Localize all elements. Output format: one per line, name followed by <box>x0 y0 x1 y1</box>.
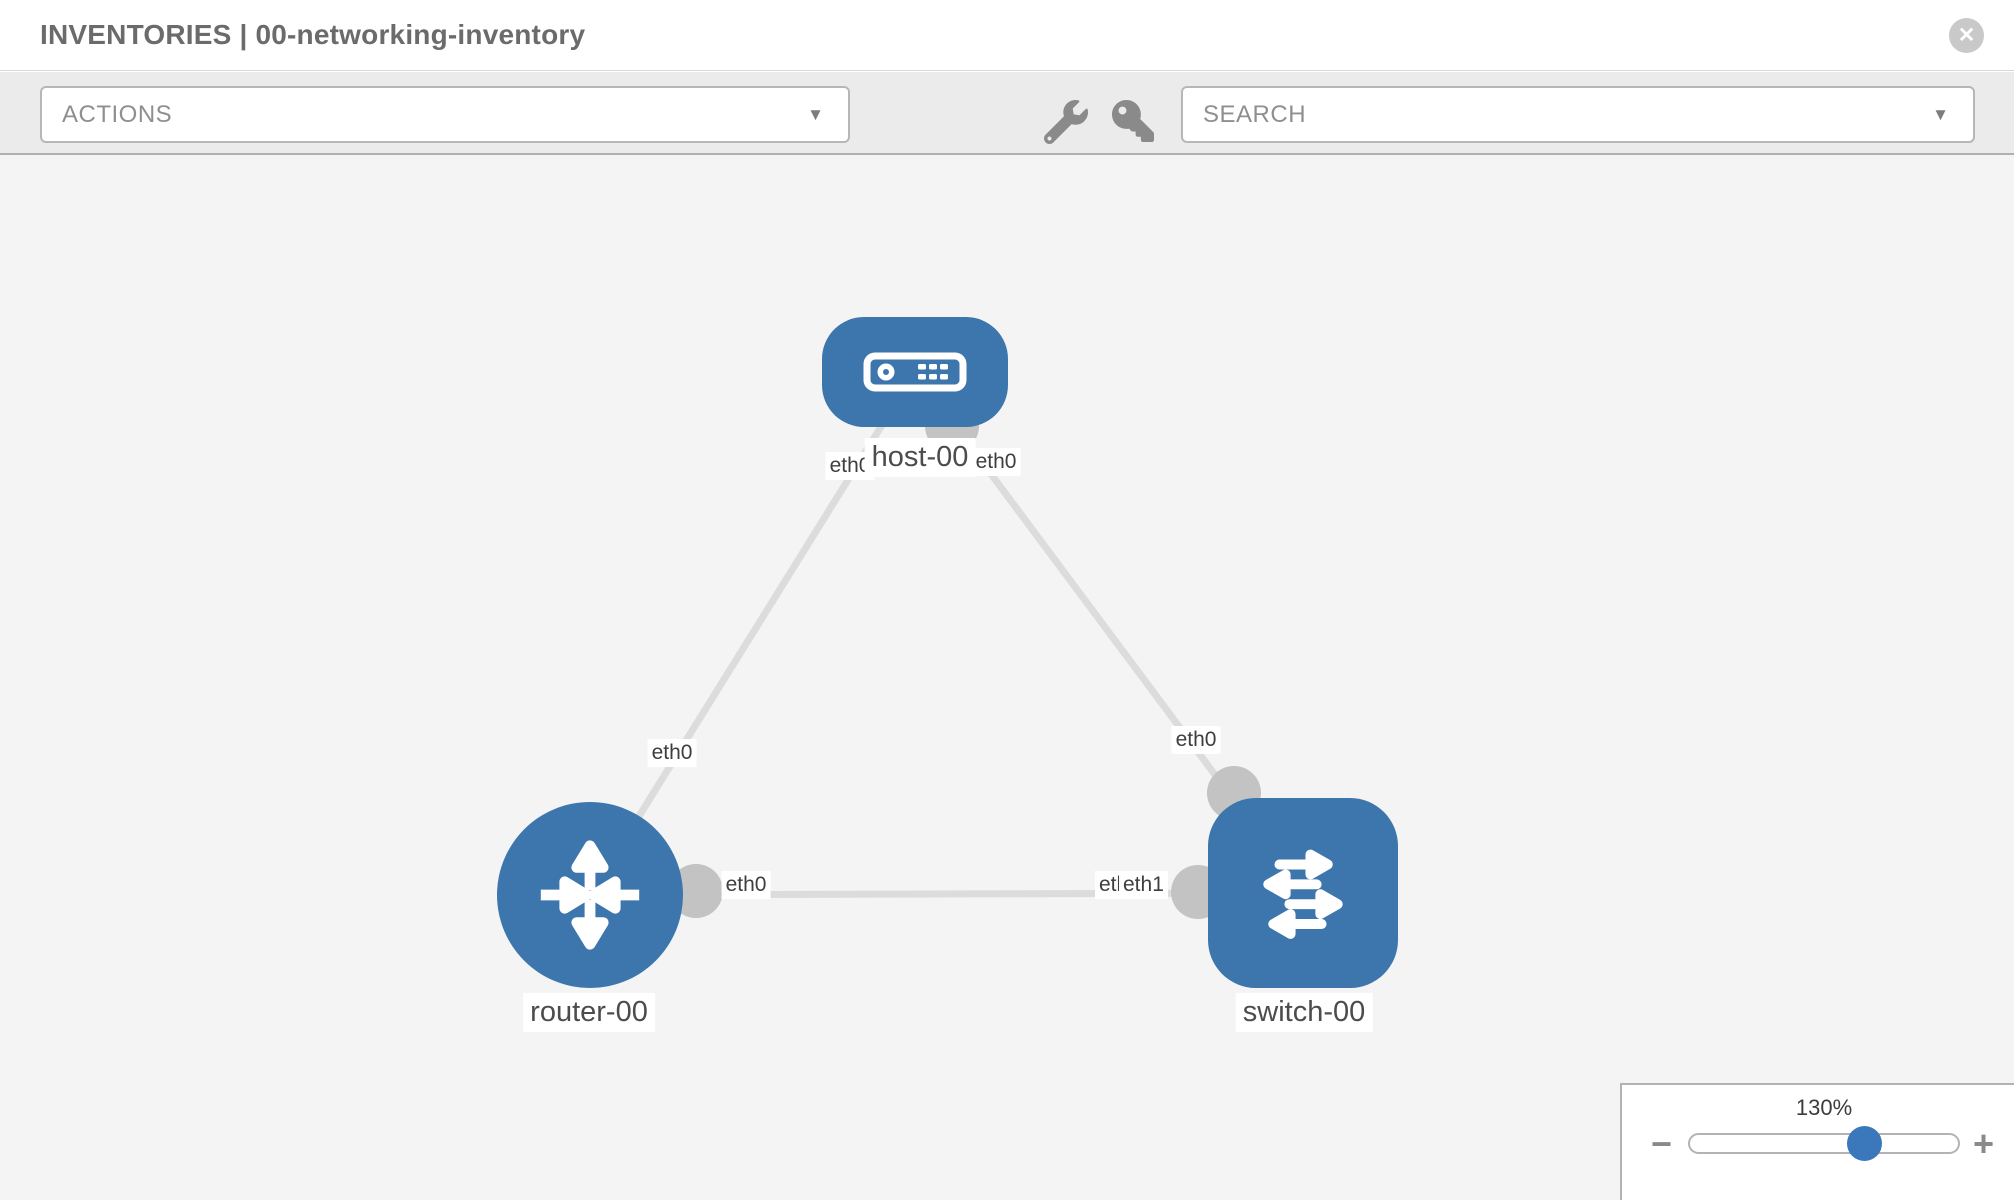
search-placeholder: SEARCH <box>1203 101 1307 128</box>
toolbar: ACTIONS ▼ SEARCH ▼ <box>0 72 2014 155</box>
topology-canvas[interactable]: eth0 eth0 eth0 eth0 eth0 eth1 eth1 host-… <box>0 155 2014 1200</box>
interface-label-host-switch-host-side: eth0 <box>971 448 1021 476</box>
header: INVENTORIES | 00-networking-inventory ✕ <box>0 0 2014 71</box>
node-switch-00[interactable] <box>1208 798 1398 988</box>
actions-dropdown-label: ACTIONS <box>62 101 173 128</box>
actions-dropdown[interactable]: ACTIONS ▼ <box>40 86 850 143</box>
interface-label-host-router-router-side: eth0 <box>647 739 697 767</box>
interface-label-host-switch-switch-side: eth0 <box>1171 726 1221 754</box>
interface-label-router-switch-router-side: eth0 <box>721 871 771 899</box>
links-layer <box>587 369 1306 919</box>
router-icon <box>540 840 640 950</box>
zoom-level: 130% <box>1795 1095 1853 1120</box>
close-icon[interactable]: ✕ <box>1949 18 1984 53</box>
node-router-00[interactable] <box>497 802 683 988</box>
zoom-in-button[interactable]: + <box>1973 1123 1995 1164</box>
key-icon <box>1112 100 1154 142</box>
zoom-slider-knob[interactable] <box>1847 1126 1882 1161</box>
switch-icon <box>1263 849 1343 939</box>
node-label-switch-00: switch-00 <box>1235 993 1373 1032</box>
zoom-widget: 130% − + <box>1620 1083 2014 1200</box>
chevron-down-icon: ▼ <box>807 105 824 124</box>
credentials-key-button[interactable] <box>1112 100 1156 144</box>
search-dropdown[interactable]: SEARCH ▼ <box>1181 86 1975 143</box>
node-label-router-00: router-00 <box>523 993 655 1032</box>
page-title: INVENTORIES | 00-networking-inventory <box>40 19 586 50</box>
wrench-icon <box>1044 100 1088 144</box>
node-label-host-00: host-00 <box>864 438 976 477</box>
host-icon <box>863 352 967 392</box>
interface-label-router-switch-switch-side: eth1 <box>1119 871 1168 899</box>
node-host-00[interactable] <box>822 317 1008 427</box>
chevron-down-icon: ▼ <box>1932 105 1949 124</box>
configure-wrench-button[interactable] <box>1044 100 1088 144</box>
zoom-slider-track[interactable] <box>1688 1133 1960 1154</box>
zoom-out-button[interactable]: − <box>1651 1123 1673 1164</box>
